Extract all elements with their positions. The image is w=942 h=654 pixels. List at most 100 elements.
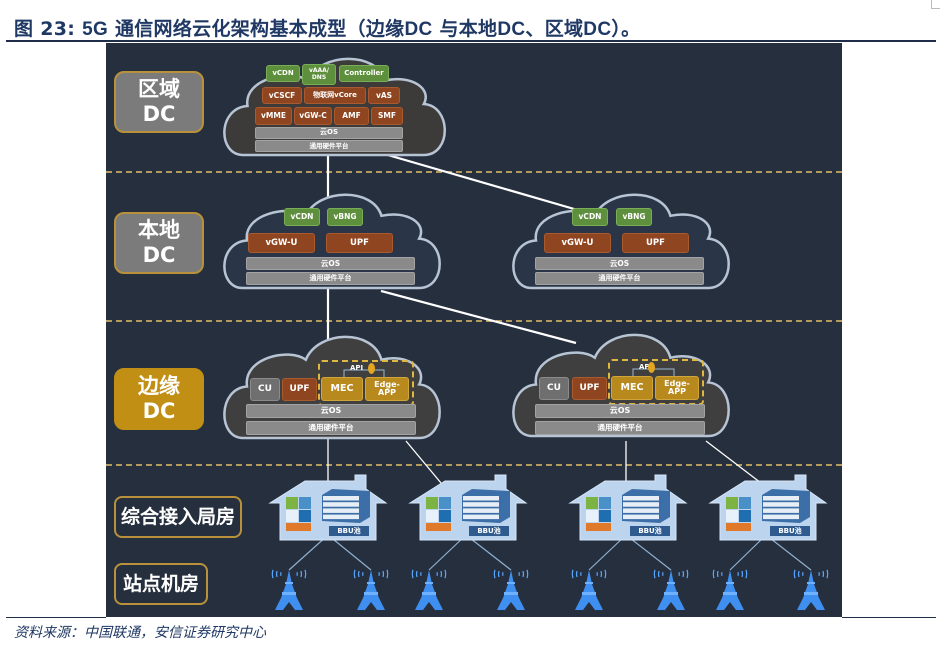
tier-label-line1: 边缘 bbox=[138, 374, 180, 398]
tier-label-site-room: 站点机房 bbox=[114, 563, 208, 605]
app-tile-icon bbox=[286, 510, 298, 522]
cell-tower-icon bbox=[571, 569, 607, 610]
connection-lines bbox=[326, 151, 762, 484]
regional-vnf-vcscf: vCSCF bbox=[262, 87, 302, 104]
tier-label-line1: 本地 bbox=[138, 218, 180, 242]
central-office-icon bbox=[568, 474, 688, 541]
link-regional-local2 bbox=[380, 151, 582, 213]
regional-vnf-amf: AMF bbox=[334, 107, 369, 125]
figure-title: 图 23: 5G 通信网络云化架构基本成型（边缘DC 与本地DC、区域DC）。 bbox=[14, 14, 640, 41]
regional-vnf-vaaa-dns: vAAA/ DNS bbox=[302, 64, 336, 85]
cell-tower-icon bbox=[493, 569, 529, 610]
local2-vnf-upf: UPF bbox=[622, 233, 689, 253]
local1-cloud-os: 云OS bbox=[246, 257, 415, 270]
edge2-upf: UPF bbox=[572, 377, 607, 400]
edge1-cu: CU bbox=[250, 378, 280, 401]
app-tile-icon bbox=[286, 497, 298, 509]
tier-label-line1: 站点机房 bbox=[122, 572, 199, 595]
edge2-api-dot-icon bbox=[648, 362, 655, 373]
tier-divider-2 bbox=[106, 320, 842, 322]
source-note: 资料来源：中国联通，安信证券研究中心 bbox=[14, 625, 266, 641]
cell-tower-icon bbox=[712, 569, 748, 610]
local2-cloud-os: 云OS bbox=[535, 257, 704, 270]
link-edge1-room2 bbox=[405, 440, 442, 484]
app-tile-icon bbox=[739, 497, 751, 509]
server-stack-icon bbox=[462, 489, 510, 523]
edge2-cu: CU bbox=[539, 377, 569, 400]
access-room-2-bbu-tag: BBU池 bbox=[469, 526, 509, 536]
local2-vnf-vcdn: vCDN bbox=[572, 208, 608, 226]
app-strip-icon bbox=[286, 523, 311, 531]
tier-divider-1 bbox=[106, 171, 842, 173]
tier-label-line2: DC bbox=[142, 102, 176, 126]
app-tile-icon bbox=[426, 510, 438, 522]
local1-vnf-vbng: vBNG bbox=[327, 208, 363, 226]
app-tile-icon bbox=[439, 497, 451, 509]
edge1-mec: MEC bbox=[321, 377, 363, 401]
app-tile-icon bbox=[726, 497, 738, 509]
edge1-hardware-platform: 通用硬件平台 bbox=[246, 421, 416, 435]
title-5g: 5G bbox=[82, 19, 109, 40]
cell-tower-icon bbox=[653, 569, 689, 610]
central-office-icon bbox=[268, 474, 388, 541]
figure-number: 图 23: bbox=[14, 18, 76, 40]
tier-label-line2: DC bbox=[142, 399, 176, 423]
edge1-edge-app: Edge- APP bbox=[365, 377, 409, 401]
regional-vnf-vgw-c: vGW-C bbox=[294, 107, 332, 125]
edge2-edge-app: Edge- APP bbox=[655, 376, 699, 400]
title-text-2: 与本地 bbox=[439, 18, 498, 40]
edge2-api-label: API bbox=[639, 363, 653, 371]
server-stack-icon bbox=[762, 489, 810, 523]
footer-rule-left bbox=[6, 617, 106, 618]
app-tile-icon bbox=[599, 510, 611, 522]
server-stack-icon bbox=[622, 489, 670, 523]
local2-vnf-vgw-u: vGW-U bbox=[544, 233, 611, 253]
cell-tower-icon bbox=[353, 569, 389, 610]
access-room-4-bbu-tag: BBU池 bbox=[770, 526, 810, 536]
app-tile-icon bbox=[299, 510, 311, 522]
app-tile-icon bbox=[739, 510, 751, 522]
regional-vnf-vas: vAS bbox=[368, 87, 400, 104]
regional-hardware-platform: 通用硬件平台 bbox=[255, 140, 403, 152]
cell-tower-icon bbox=[793, 569, 829, 610]
app-strip-icon bbox=[726, 523, 751, 531]
central-office-icon bbox=[708, 474, 828, 541]
edge2-mec: MEC bbox=[611, 376, 653, 400]
footer-rule-right bbox=[842, 617, 936, 618]
tier-label-line1: 综合接入局房 bbox=[120, 505, 235, 528]
edge1-api-connector bbox=[343, 369, 385, 377]
cell-tower-icon bbox=[411, 569, 447, 610]
app-tile-icon bbox=[586, 497, 598, 509]
tier-label-local-dc: 本地 DC bbox=[114, 212, 204, 274]
app-tile-icon bbox=[726, 510, 738, 522]
regional-vnf-iot-vcore: 物联网vCore bbox=[304, 87, 366, 104]
edge1-api-label: API bbox=[350, 364, 364, 372]
tier-label-access-room: 综合接入局房 bbox=[114, 496, 242, 538]
page-corner-mark bbox=[931, 0, 940, 9]
local1-hardware-platform: 通用硬件平台 bbox=[246, 272, 415, 285]
app-tile-icon bbox=[586, 510, 598, 522]
central-office-icon bbox=[408, 474, 528, 541]
access-room-1-bbu-tag: BBU池 bbox=[329, 526, 369, 536]
server-stack-icon bbox=[322, 489, 370, 523]
app-strip-icon bbox=[426, 523, 451, 531]
tier-label-line2: DC bbox=[142, 243, 176, 267]
link-edge2-room4 bbox=[705, 440, 762, 484]
regional-cloud-os: 云OS bbox=[255, 127, 403, 139]
cell-tower-icon bbox=[271, 569, 307, 610]
local2-hardware-platform: 通用硬件平台 bbox=[535, 272, 704, 285]
local1-vnf-vgw-u: vGW-U bbox=[248, 233, 315, 253]
app-tile-icon bbox=[439, 510, 451, 522]
local1-vnf-vcdn: vCDN bbox=[284, 208, 320, 226]
title-text-3: 、区域 bbox=[525, 18, 584, 40]
title-text-1: 通信网络云化架构基本成型（边缘 bbox=[114, 18, 405, 40]
access-room-3-bbu-tag: BBU池 bbox=[630, 526, 670, 536]
regional-vnf-vcdn: vCDN bbox=[266, 65, 300, 82]
app-tile-icon bbox=[599, 497, 611, 509]
app-tile-icon bbox=[426, 497, 438, 509]
edge1-api-dot-icon bbox=[368, 363, 375, 374]
edge1-upf: UPF bbox=[282, 378, 317, 401]
local2-vnf-vbng: vBNG bbox=[616, 208, 652, 226]
edge2-hardware-platform: 通用硬件平台 bbox=[535, 421, 705, 435]
diagram-panel: 区域 DC 本地 DC 边缘 DC 综合接入局房 站点机房 vCDN vAAA/… bbox=[106, 43, 842, 617]
